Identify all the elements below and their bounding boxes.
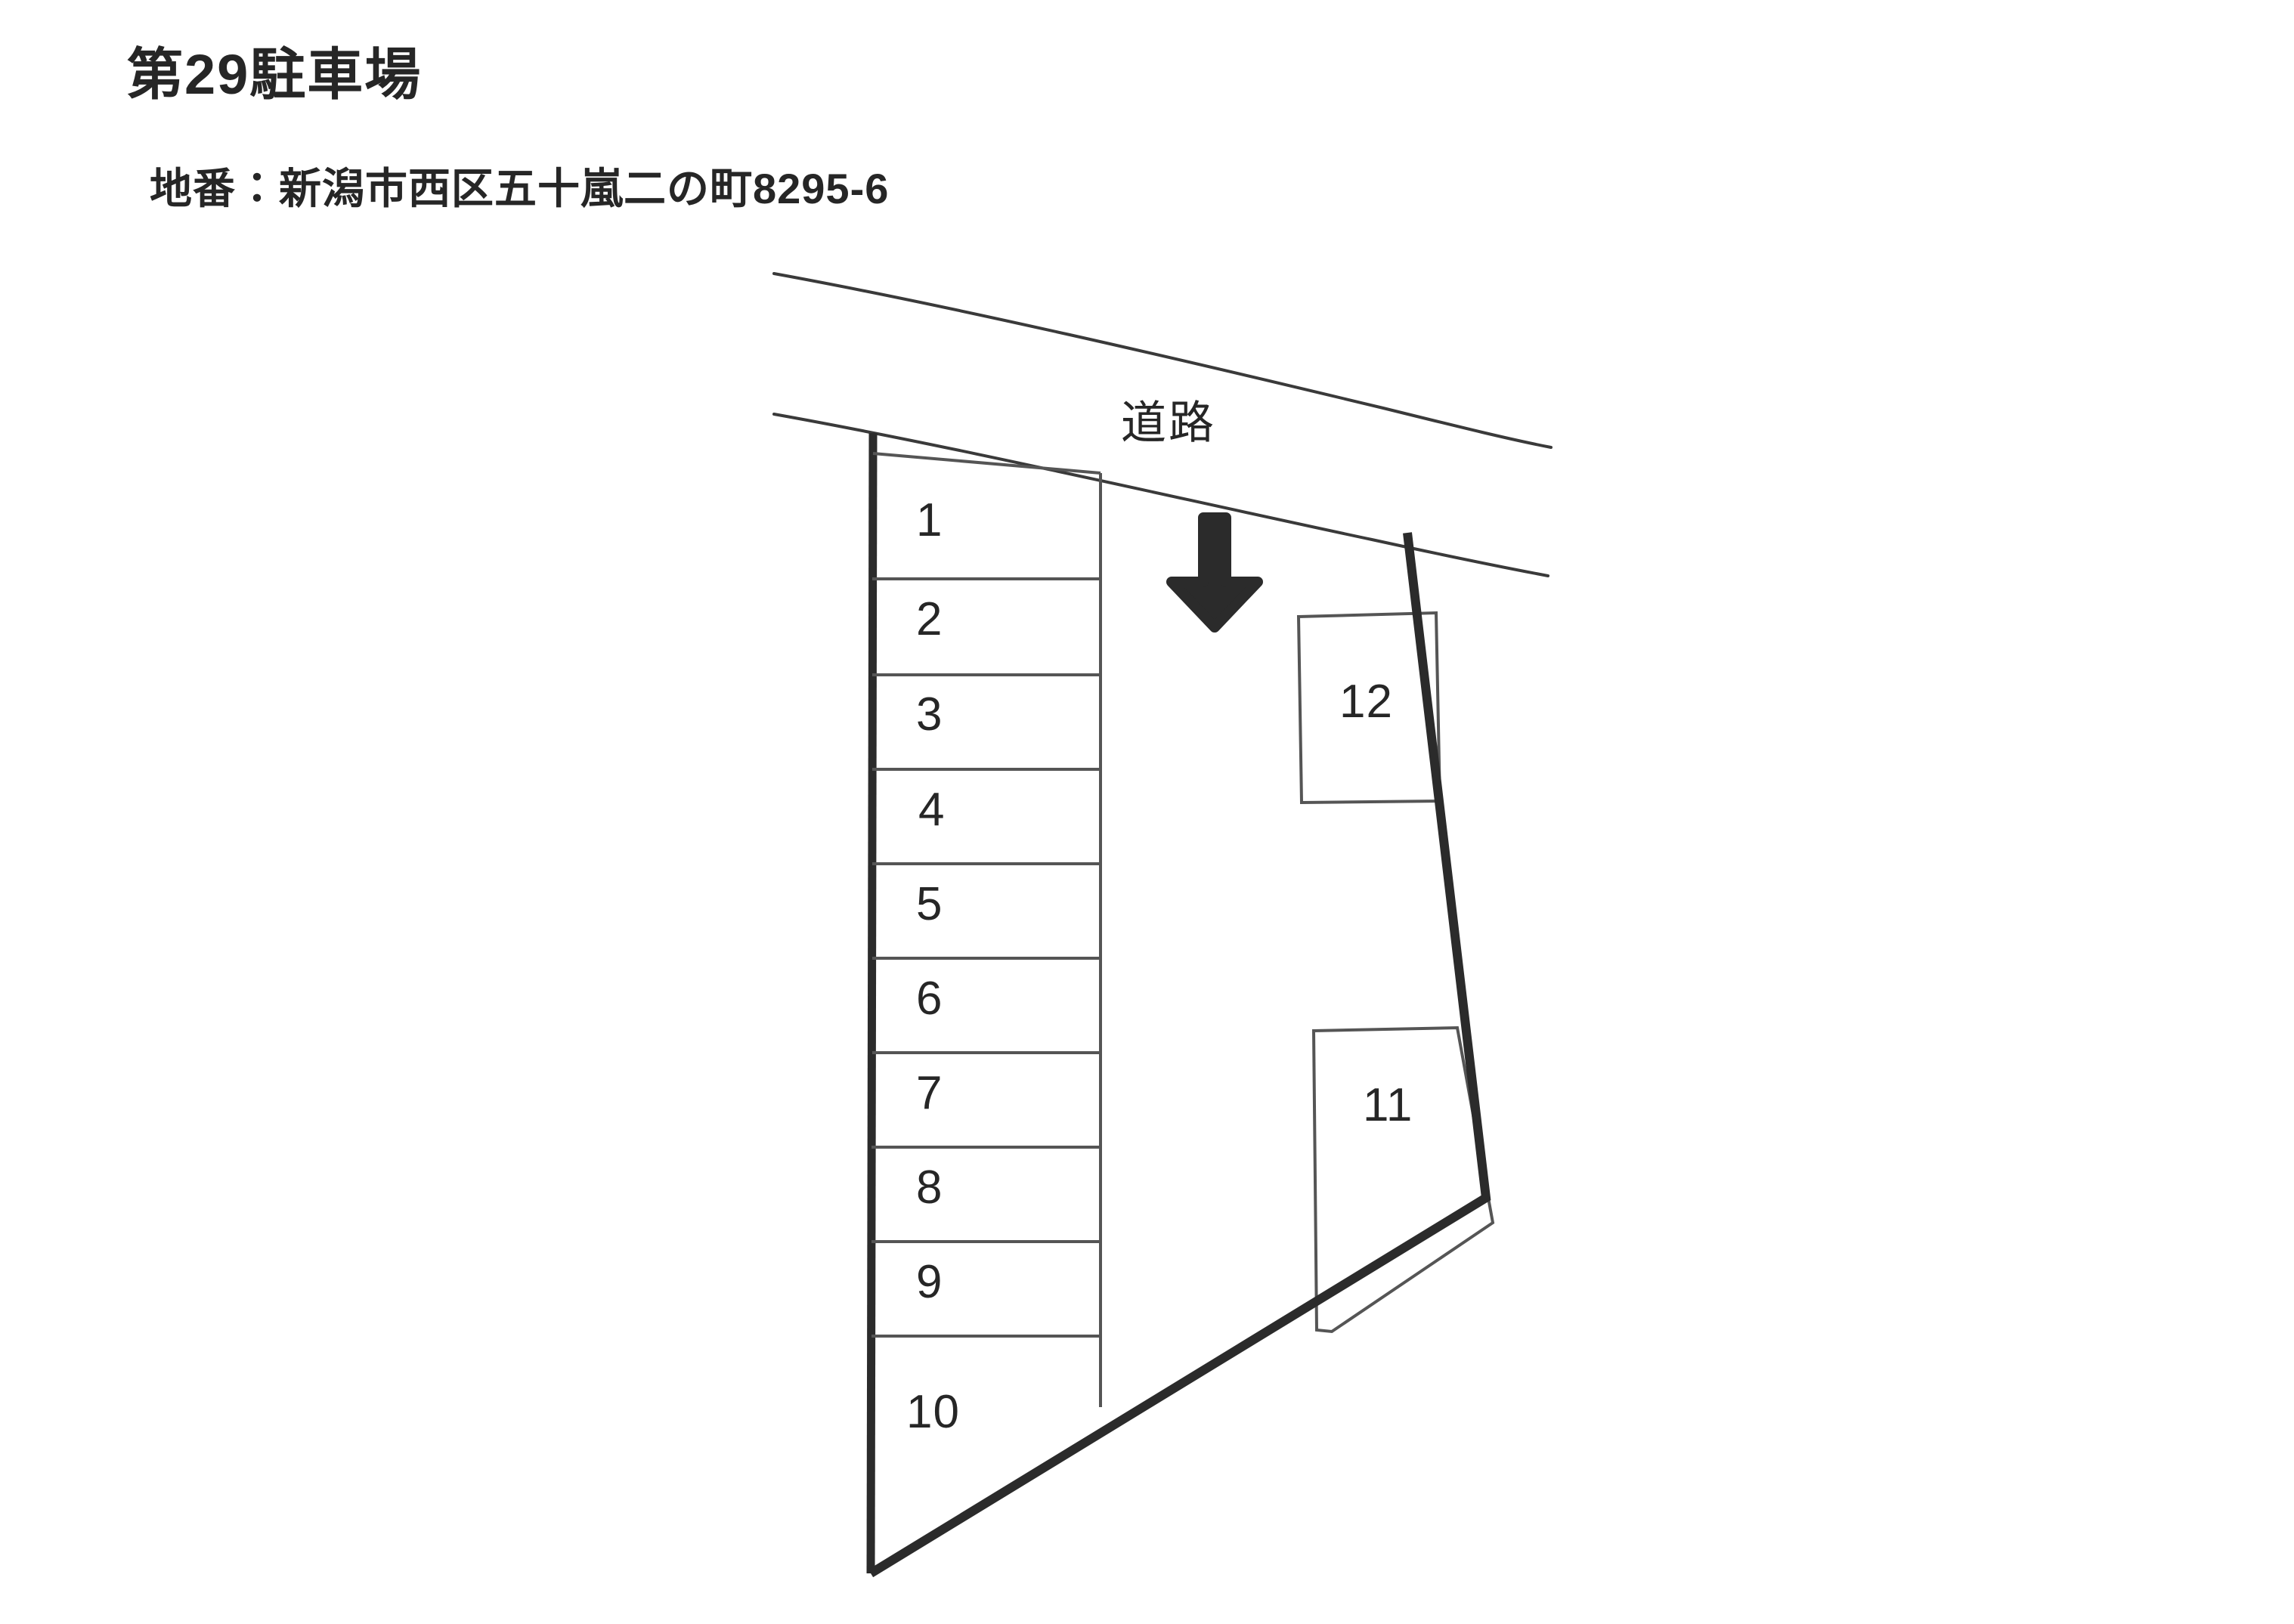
road-edge-far-icon — [772, 272, 1553, 449]
page-title: 第29駐車場 — [127, 43, 423, 106]
entrance-arrow-shape — [1166, 512, 1263, 633]
stall-label-9: 9 — [916, 1256, 943, 1308]
stall-label-8: 8 — [916, 1162, 943, 1214]
stall-column-1-10 — [866, 432, 1102, 1574]
stall-label-6: 6 — [916, 973, 943, 1025]
stall-label-4: 4 — [918, 784, 946, 836]
lot-boundary-path — [868, 532, 1491, 1578]
stall-label-5: 5 — [916, 878, 943, 930]
road-label: 道路 — [1121, 397, 1216, 448]
stall-column-left-boundary — [866, 432, 878, 1574]
stall-label-2: 2 — [916, 593, 943, 645]
entrance-arrow-icon — [1166, 512, 1263, 633]
stall-label-7: 7 — [916, 1067, 943, 1119]
stall-label-11: 11 — [1363, 1079, 1413, 1131]
stall-1-top-edge — [872, 452, 1101, 475]
stall-label-12: 12 — [1339, 676, 1393, 728]
stall-label-1: 1 — [916, 494, 943, 546]
stall-label-3: 3 — [916, 688, 943, 741]
lot-boundary-thick — [868, 532, 1491, 1578]
road-edge-near-icon — [772, 413, 1549, 577]
stall-label-10: 10 — [906, 1386, 960, 1438]
address-line: 地番：新潟市西区五十嵐二の町8295-6 — [150, 165, 890, 212]
stall-11-box — [1311, 1025, 1495, 1334]
stall-11-outline — [1311, 1025, 1495, 1334]
road-lines — [772, 272, 1553, 577]
